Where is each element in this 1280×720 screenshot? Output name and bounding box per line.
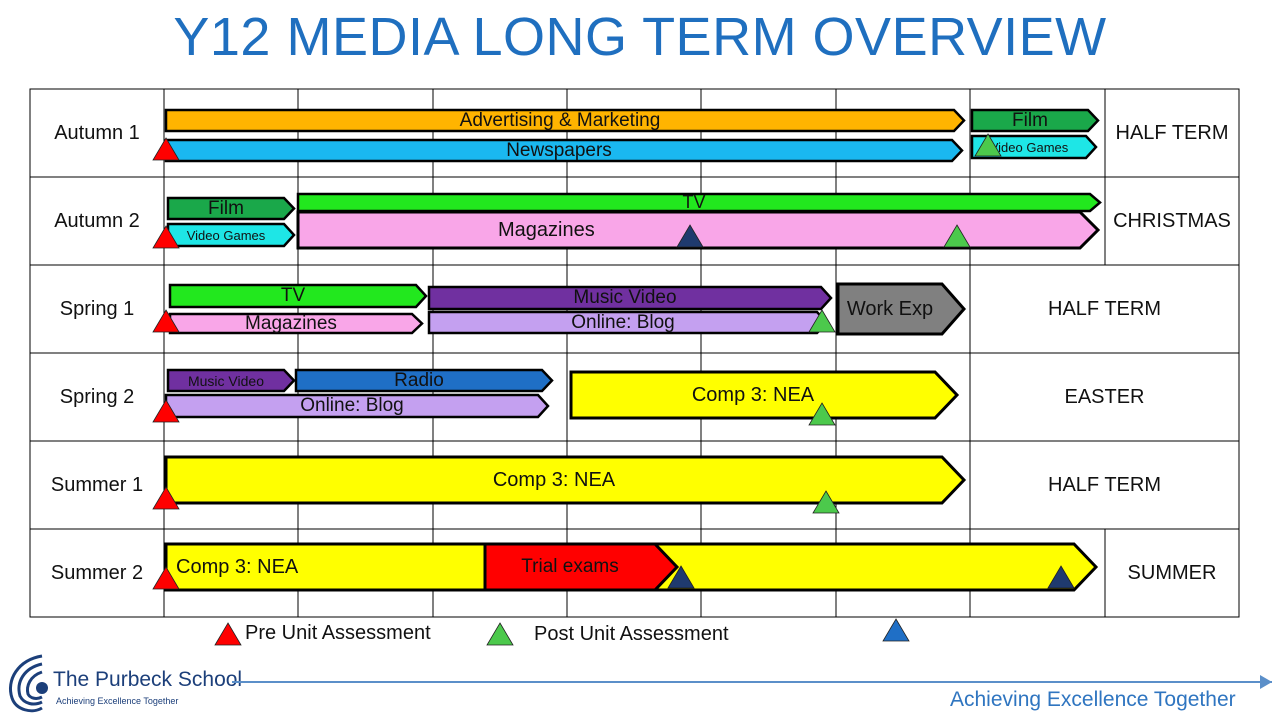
- unit-label: TV: [280, 285, 306, 306]
- unit-label: Comp 3: NEA: [691, 383, 815, 406]
- holiday-summer-2: SUMMER: [1127, 561, 1217, 584]
- legend-post-triangle-icon: [486, 622, 514, 651]
- footer-line: [232, 681, 1272, 683]
- unit-label: Online: Blog: [571, 311, 675, 333]
- holiday-summer-1: HALF TERM: [1048, 473, 1161, 496]
- unit-bar-autumn2-tv: TV: [296, 192, 1102, 213]
- legend-pre-label: Pre Unit Assessment: [245, 622, 431, 644]
- unit-bar-autumn2-film: Film: [166, 196, 296, 221]
- holiday-autumn-1: HALF TERM: [1115, 121, 1229, 144]
- unit-label: Advertising & Marketing: [459, 109, 661, 131]
- legend-post-label: Post Unit Assessment: [534, 623, 729, 645]
- term-label-autumn-1: Autumn 1: [54, 121, 140, 144]
- unit-bar-autumn1-video-games: Video Games: [970, 134, 1098, 160]
- unit-label: TV: [682, 192, 706, 212]
- term-label-spring-1: Spring 1: [59, 297, 135, 320]
- unit-bar-spring2-online-blog: Online: Blog: [164, 393, 550, 419]
- dark-assessment-marker: [676, 224, 704, 253]
- school-name: The Purbeck School: [53, 668, 243, 691]
- unit-label: Newspapers: [506, 139, 612, 161]
- unit-label: Comp 3: NEA: [176, 555, 299, 578]
- unit-bar-autumn2-magazines: Magazines: [296, 210, 1101, 250]
- unit-bar-spring1-magazines: Magazines: [168, 312, 424, 335]
- pre-assessment-marker: [152, 225, 180, 254]
- dark-assessment-marker: [1047, 565, 1075, 594]
- unit-bar-spring2-radio: Radio: [294, 368, 554, 393]
- pre-assessment-marker: [152, 399, 180, 428]
- unit-label: Trial exams: [521, 556, 619, 577]
- holiday-autumn-2: CHRISTMAS: [1113, 209, 1231, 232]
- unit-label: Music Video: [573, 287, 677, 308]
- unit-label: Online: Blog: [300, 395, 404, 416]
- unit-label: Music Video: [187, 372, 264, 389]
- unit-bar-spring1-tv: TV: [168, 283, 428, 309]
- term-label-summer-1: Summer 1: [50, 473, 144, 496]
- unit-label: Film: [208, 197, 244, 219]
- post-assessment-marker: [808, 402, 836, 431]
- pre-assessment-marker: [152, 566, 180, 595]
- post-assessment-marker: [808, 309, 836, 338]
- unit-label: Magazines: [498, 218, 595, 241]
- unit-bar-autumn2-video-games: Video Games: [166, 222, 296, 248]
- school-motto-small: Achieving Excellence Together: [56, 696, 179, 706]
- unit-label: Comp 3: NEA: [492, 468, 616, 491]
- pre-assessment-marker: [152, 486, 180, 515]
- unit-bar-spring2-comp3: Comp 3: NEA: [569, 370, 960, 420]
- holiday-spring-1: HALF TERM: [1048, 297, 1161, 320]
- unit-bar-summer2-trial-exams: Trial exams: [483, 542, 680, 592]
- post-assessment-marker: [974, 133, 1002, 162]
- unit-label: Radio: [394, 369, 444, 391]
- unit-bar-summer1-comp3: Comp 3: NEA: [164, 455, 967, 505]
- unit-bar-autumn1-film: Film: [970, 108, 1100, 133]
- unit-bar-spring1-work-exp: Work Exp: [836, 282, 966, 336]
- unit-label: Film: [1012, 109, 1048, 131]
- dark-assessment-marker: [667, 565, 695, 594]
- legend-pre-triangle-icon: [214, 622, 242, 651]
- post-assessment-marker: [943, 224, 971, 253]
- pre-assessment-marker: [152, 137, 180, 166]
- unit-bar-autumn1-advertising: Advertising & Marketing: [164, 108, 966, 133]
- school-motto: Achieving Excellence Together: [950, 688, 1236, 711]
- term-label-summer-2: Summer 2: [50, 561, 144, 584]
- holiday-spring-2: EASTER: [1064, 385, 1145, 408]
- term-label-spring-2: Spring 2: [59, 385, 135, 408]
- unit-label: Work Exp: [846, 297, 934, 320]
- school-logo-icon: [9, 654, 48, 713]
- unit-label: Video Games: [186, 227, 266, 243]
- legend-blue-triangle-icon: [882, 618, 910, 647]
- unit-bar-spring1-music-video: Music Video: [427, 285, 833, 311]
- unit-label: Video Games: [989, 139, 1069, 155]
- footer-arrow-icon: [1260, 675, 1272, 689]
- pre-assessment-marker: [152, 309, 180, 338]
- unit-bar-spring1-online-blog: Online: Blog: [427, 310, 829, 335]
- unit-bar-autumn1-newspapers: Newspapers: [164, 138, 964, 163]
- unit-bar-spring2-music-video: Music Video: [166, 368, 296, 393]
- unit-label: Magazines: [245, 312, 337, 334]
- term-label-autumn-2: Autumn 2: [54, 209, 140, 232]
- page-title: Y12 MEDIA LONG TERM OVERVIEW: [173, 7, 1107, 67]
- post-assessment-marker: [812, 490, 840, 519]
